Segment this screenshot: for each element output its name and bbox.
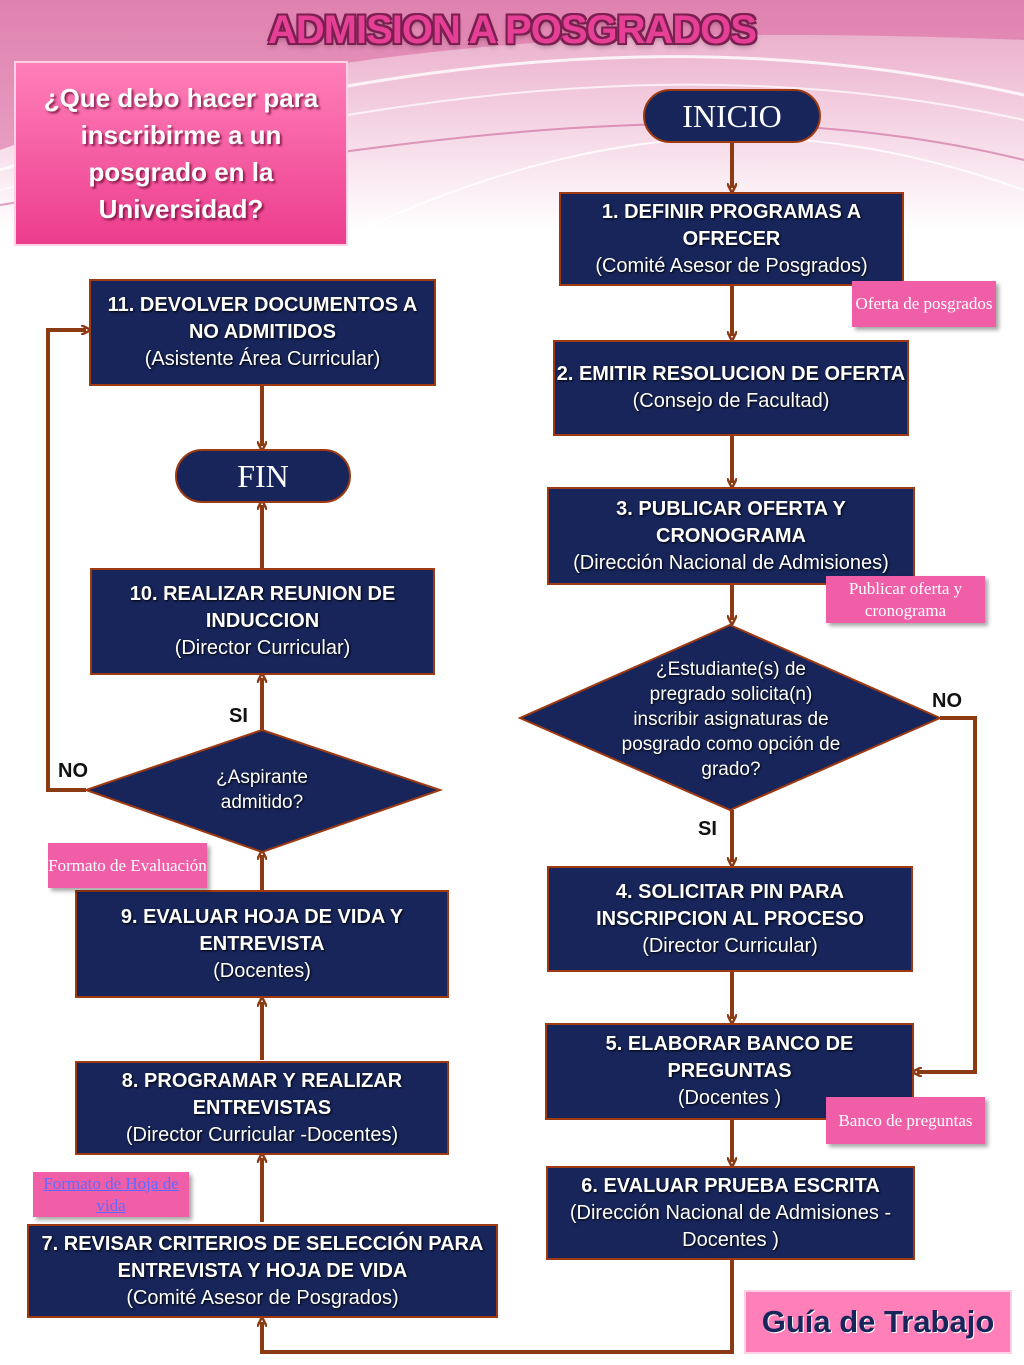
step-10-role: (Director Curricular) — [174, 637, 351, 659]
step-3-role: (Dirección Nacional de Admisiones) — [573, 551, 889, 574]
step-9-box: 9. EVALUAR HOJA DE VIDA Y ENTREVISTA (Do… — [75, 890, 449, 998]
question-banner: ¿Que debo hacer para inscribirme a un po… — [14, 61, 348, 246]
end-terminal: FIN — [175, 449, 351, 503]
student-no-label: NO — [932, 690, 962, 712]
step-3-box: 3. PUBLICAR OFERTA Y CRONOGRAMA (Direcci… — [547, 487, 915, 585]
step-1-role: (Comité Asesor de Posgrados) — [595, 254, 868, 277]
step-1-box: 1. DEFINIR PROGRAMAS A OFRECER (Comité A… — [559, 192, 904, 286]
step-7-title: 7. REVISAR CRITERIOS DE SELECCIÓN PARA E… — [41, 1232, 484, 1282]
step-10-title: 10. REALIZAR REUNION DE INDUCCION — [129, 583, 396, 632]
student-decision-text: ¿Estudiante(s) de pregrado solicita(n) i… — [621, 658, 841, 780]
step-6-role: (Dirección Nacional de Admisiones - Doce… — [569, 1201, 892, 1251]
step-7-box: 7. REVISAR CRITERIOS DE SELECCIÓN PARA E… — [27, 1224, 498, 1318]
step-2-title: 2. EMITIR RESOLUCION DE OFERTA — [556, 363, 906, 385]
step-8-title: 8. PROGRAMAR Y REALIZAR ENTREVISTAS — [121, 1069, 403, 1119]
step-2-box: 2. EMITIR RESOLUCION DE OFERTA (Consejo … — [553, 340, 909, 436]
admitted-si-label: SI — [229, 705, 248, 727]
step-6-box: 6. EVALUAR PRUEBA ESCRITA (Dirección Nac… — [546, 1166, 915, 1260]
step-3-title: 3. PUBLICAR OFERTA Y CRONOGRAMA — [616, 497, 846, 547]
student-decision-diamond — [517, 623, 943, 812]
admitted-decision-diamond — [82, 728, 444, 854]
step-8-role: (Director Curricular -Docentes) — [125, 1123, 399, 1146]
note-publicar: Publicar oferta y cronograma — [826, 576, 985, 623]
step-8-box: 8. PROGRAMAR Y REALIZAR ENTREVISTAS (Dir… — [75, 1061, 449, 1155]
step-4-title: 4. SOLICITAR PIN PARA INSCRIPCION AL PRO… — [596, 880, 864, 930]
admitted-decision-text: ¿Aspirante admitido? — [216, 767, 308, 813]
step-11-title: 11. DEVOLVER DOCUMENTOS A NO ADMITIDOS — [107, 294, 418, 343]
step-6-title: 6. EVALUAR PRUEBA ESCRITA — [581, 1174, 880, 1197]
step-7-role: (Comité Asesor de Posgrados) — [126, 1286, 399, 1309]
note-formato-evaluacion: Formato de Evaluación — [48, 843, 207, 888]
step-4-role: (Director Curricular) — [642, 934, 818, 957]
admitted-no-label: NO — [58, 760, 88, 782]
step-5-role: (Docentes ) — [677, 1087, 782, 1109]
note-oferta: Oferta de posgrados — [852, 281, 996, 327]
page-title: ADMISION A POSGRADOS — [267, 8, 757, 52]
step-1-title: 1. DEFINIR PROGRAMAS A OFRECER — [601, 200, 862, 250]
hoja-de-vida-link[interactable]: Formato de Hoja de vida — [43, 1173, 179, 1215]
step-9-title: 9. EVALUAR HOJA DE VIDA Y ENTREVISTA — [120, 905, 404, 955]
step-2-role: (Consejo de Facultad) — [632, 390, 830, 412]
step-4-box: 4. SOLICITAR PIN PARA INSCRIPCION AL PRO… — [547, 866, 913, 972]
start-terminal: INICIO — [643, 89, 821, 143]
student-si-label: SI — [698, 818, 717, 840]
step-10-box: 10. REALIZAR REUNION DE INDUCCION (Direc… — [90, 568, 435, 675]
guide-label: Guía de Trabajo — [744, 1290, 1012, 1354]
step-11-role: (Asistente Área Curricular) — [144, 348, 381, 370]
step-9-role: (Docentes) — [213, 959, 311, 982]
note-banco: Banco de preguntas — [826, 1097, 985, 1144]
step-11-box: 11. DEVOLVER DOCUMENTOS A NO ADMITIDOS (… — [89, 279, 436, 386]
note-formato-hoja-de-vida[interactable]: Formato de Hoja de vida — [33, 1172, 189, 1217]
step-5-title: 5. ELABORAR BANCO DE PREGUNTAS — [605, 1033, 854, 1082]
